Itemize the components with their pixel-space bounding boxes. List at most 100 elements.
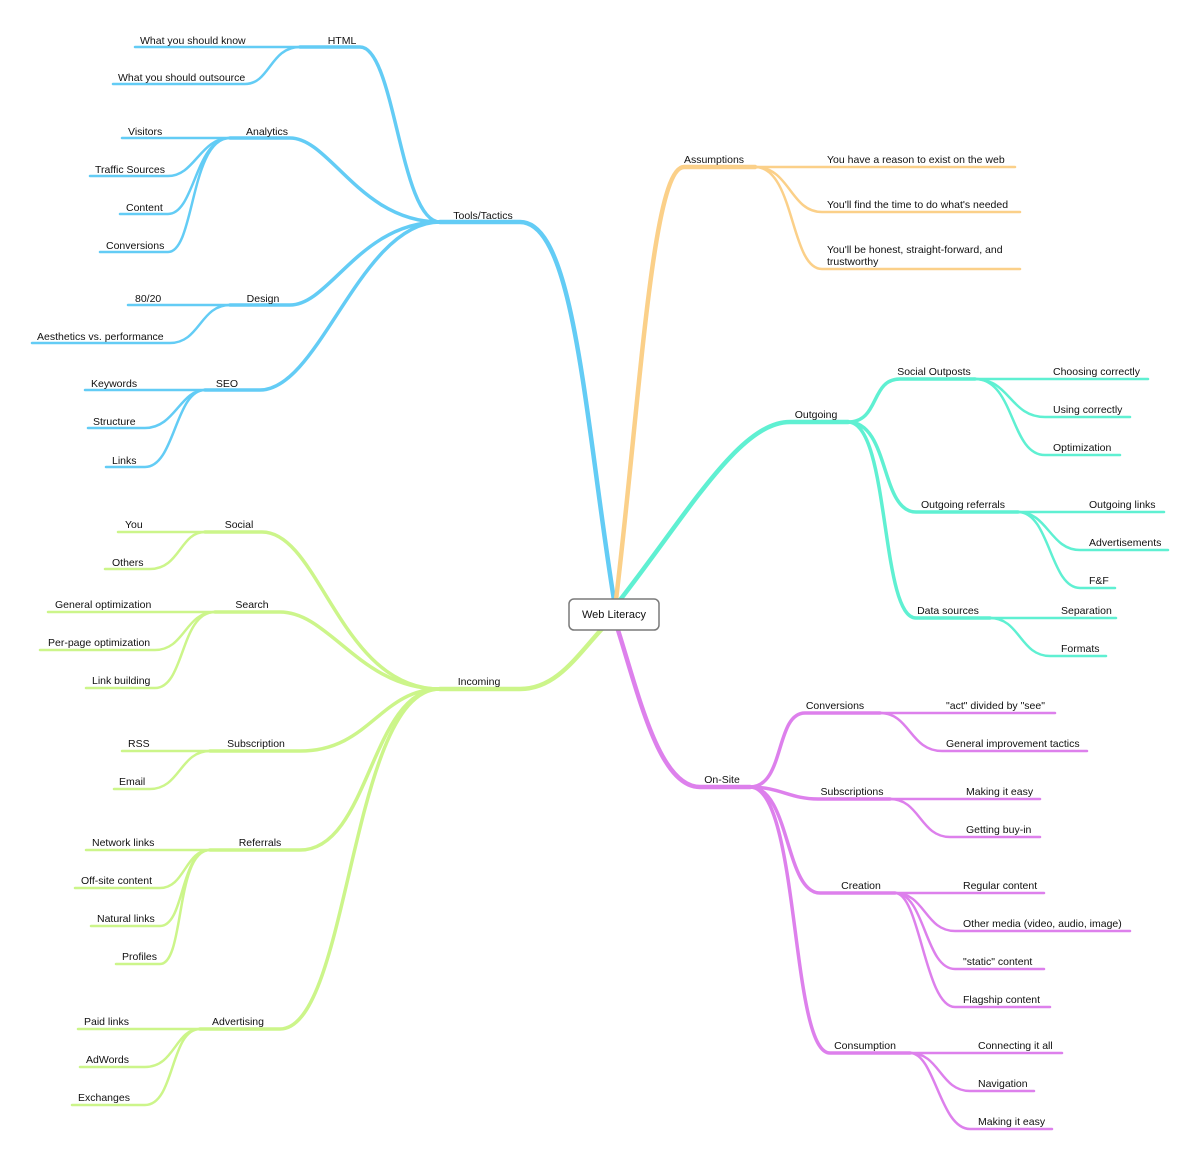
connector-search-item-3 [84,610,217,690]
node-assumptions-item-3-line-2[interactable]: trustworthy [827,256,879,268]
connector-tools-html [298,45,442,224]
node-data-sources-item-2[interactable]: Formats [1061,643,1100,655]
node-social-item-1[interactable]: You [125,519,143,531]
node-analytics-item-3[interactable]: Content [126,202,163,214]
node-creation-item-1[interactable]: Regular content [963,880,1037,892]
node-referrals[interactable]: Referrals [239,837,282,849]
node-subscription[interactable]: Subscription [227,738,285,750]
connector-outgoing-referrals-item-3 [1016,510,1117,590]
connector-incoming-referrals [208,687,442,852]
branch-assumptions: Assumptions You have a reason to exist o… [613,154,1022,603]
connector-outgoing-outgoing-referrals [846,420,1020,514]
node-search-item-3[interactable]: Link building [92,675,151,687]
node-on-site[interactable]: On-Site [704,774,740,786]
connector-onsite-creation [748,785,897,895]
node-seo-item-3[interactable]: Links [112,455,137,467]
node-consumption-item-2[interactable]: Navigation [978,1078,1028,1090]
connector-outgoing-data-sources [846,420,992,620]
node-referrals-item-3[interactable]: Natural links [97,913,155,925]
node-html-item-1[interactable]: What you should know [140,35,246,47]
node-design[interactable]: Design [247,293,280,305]
node-seo-item-2[interactable]: Structure [93,416,136,428]
connector-seo-item-3 [104,388,207,469]
node-assumptions-item-3[interactable]: You'll be honest, straight-forward, and [827,244,1003,256]
connector-center-tools [437,219,617,603]
node-design-item-2[interactable]: Aesthetics vs. performance [37,331,164,343]
node-creation-item-2[interactable]: Other media (video, audio, image) [963,918,1122,930]
node-social-item-2[interactable]: Others [112,557,144,569]
node-outgoing-referrals-item-1[interactable]: Outgoing links [1089,499,1156,511]
connector-incoming-subscription [208,687,442,753]
node-outgoing-referrals-item-3[interactable]: F&F [1089,575,1109,587]
connector-social-item-2 [103,530,207,571]
node-referrals-item-4[interactable]: Profiles [122,951,157,963]
node-subscription-item-1[interactable]: RSS [128,738,150,750]
node-social-outposts-item-2[interactable]: Using correctly [1053,404,1123,416]
node-advertising-item-3[interactable]: Exchanges [78,1092,130,1104]
node-consumption-item-1[interactable]: Connecting it all [978,1040,1053,1052]
node-referrals-item-1[interactable]: Network links [92,837,154,849]
node-search[interactable]: Search [235,599,268,611]
connector-incoming-search [213,610,442,691]
node-assumptions[interactable]: Assumptions [684,154,744,166]
node-analytics-item-1[interactable]: Visitors [128,126,162,138]
node-advertising-item-2[interactable]: AdWords [86,1054,129,1066]
node-outgoing[interactable]: Outgoing [795,409,838,421]
node-data-sources-item-1[interactable]: Separation [1061,605,1112,617]
node-seo[interactable]: SEO [216,378,238,390]
node-search-item-2[interactable]: Per-page optimization [48,637,150,649]
node-tools-tactics[interactable]: Tools/Tactics [453,210,513,222]
node-conversions-item-1[interactable]: "act" divided by "see" [946,700,1045,712]
node-assumptions-item-1[interactable]: You have a reason to exist on the web [827,154,1005,166]
node-consumption-item-3[interactable]: Making it easy [978,1116,1046,1128]
node-incoming[interactable]: Incoming [458,676,501,688]
node-outgoing-referrals[interactable]: Outgoing referrals [921,499,1005,511]
node-subscription-item-2[interactable]: Email [119,776,145,788]
connector-conversions-item-2 [878,711,1089,753]
connector-tools-design [228,220,442,307]
node-creation-item-3[interactable]: "static" content [963,956,1032,968]
branch-incoming: Incoming Social Search Subscription Refe… [38,519,617,1107]
node-social-outposts-item-1[interactable]: Choosing correctly [1053,366,1141,378]
node-design-item-1[interactable]: 80/20 [135,293,161,305]
node-creation-item-4[interactable]: Flagship content [963,994,1040,1006]
node-search-item-1[interactable]: General optimization [55,599,151,611]
node-conversions[interactable]: Conversions [806,700,864,712]
connector-onsite-consumption [748,785,912,1055]
node-creation[interactable]: Creation [841,880,881,892]
node-social-outposts-item-3[interactable]: Optimization [1053,442,1112,454]
connector-referrals-item-4 [114,848,212,966]
connector-subscriptions-item-2 [888,797,1042,839]
node-html-item-2[interactable]: What you should outsource [118,72,245,84]
node-subscriptions-item-1[interactable]: Making it easy [966,786,1034,798]
node-social[interactable]: Social [225,519,254,531]
node-analytics-item-2[interactable]: Traffic Sources [95,164,165,176]
central-topic[interactable]: Web Literacy [568,598,660,631]
connector-tools-analytics [228,136,442,224]
node-outgoing-referrals-item-2[interactable]: Advertisements [1089,537,1161,549]
connector-onsite-conversions [748,711,882,789]
node-assumptions-item-2[interactable]: You'll find the time to do what's needed [827,199,1008,211]
node-conversions-item-2[interactable]: General improvement tactics [946,738,1080,750]
node-advertising-item-1[interactable]: Paid links [84,1016,129,1028]
connector-analytics-item-4 [98,136,232,254]
node-referrals-item-2[interactable]: Off-site content [81,875,152,887]
node-seo-item-1[interactable]: Keywords [91,378,137,390]
node-analytics[interactable]: Analytics [246,126,288,138]
node-subscriptions-item-2[interactable]: Getting buy-in [966,824,1032,836]
node-subscriptions[interactable]: Subscriptions [820,786,883,798]
node-analytics-item-4[interactable]: Conversions [106,240,164,252]
connector-html-item-2 [111,45,302,86]
node-advertising[interactable]: Advertising [212,1016,264,1028]
connector-center-onsite [615,627,753,790]
branch-on-site: On-Site Conversions Subscriptions Creati… [615,627,1132,1131]
node-html[interactable]: HTML [328,35,357,47]
node-social-outposts[interactable]: Social Outposts [897,366,971,378]
central-topic-box[interactable] [568,598,660,631]
node-consumption[interactable]: Consumption [834,1040,896,1052]
node-data-sources[interactable]: Data sources [917,605,979,617]
central-topic-label[interactable]: Web Literacy [582,609,646,621]
connector-subscription-item-2 [112,749,212,791]
connector-creation-item-4 [893,891,1052,1009]
